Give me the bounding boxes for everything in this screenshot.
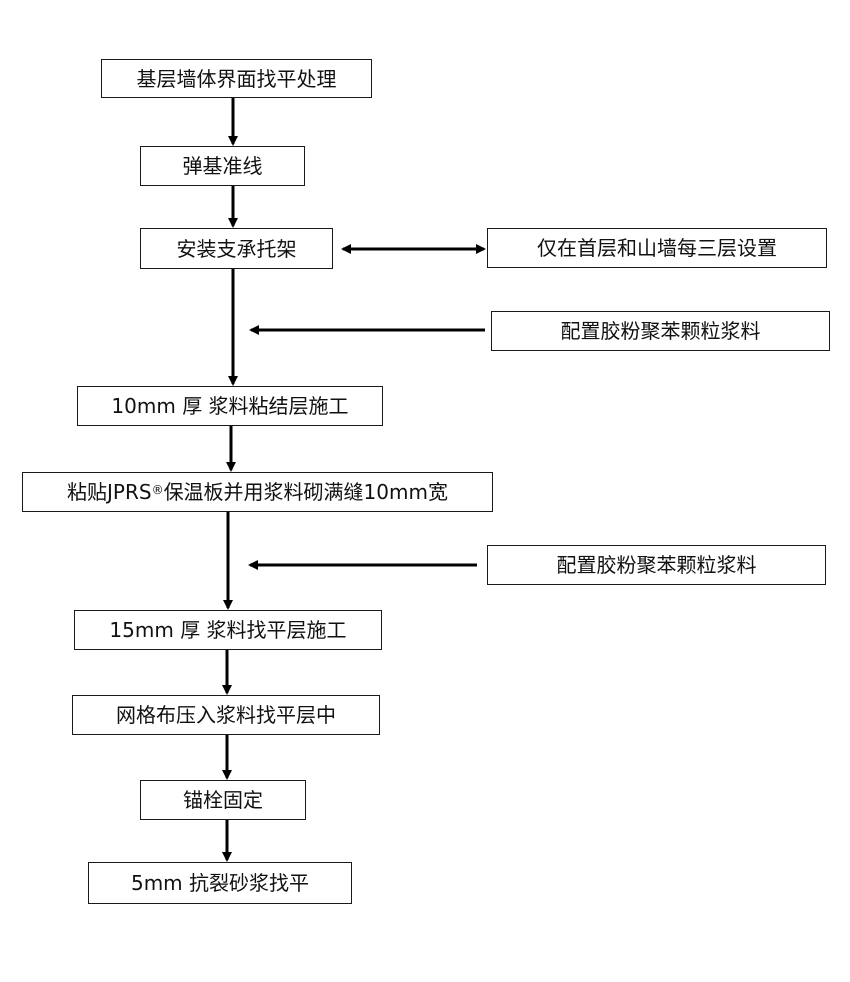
step-snap-reference-line: 弹基准线 [140, 146, 305, 186]
step-paste-suffix: 保温板并用浆料砌满缝10mm宽 [163, 480, 448, 504]
step-install-support-bracket: 安装支承托架 [140, 228, 333, 269]
note-bracket-condition: 仅在首层和山墙每三层设置 [487, 228, 827, 268]
step-embed-mesh: 网格布压入浆料找平层中 [72, 695, 380, 735]
step-paste-insulation-board: 粘贴JPRS®保温板并用浆料砌满缝10mm宽 [22, 472, 493, 512]
step-paste-prefix: 粘贴JPRS [67, 480, 152, 504]
step-leveling-layer: 15mm 厚 浆料找平层施工 [74, 610, 382, 650]
step-substrate-leveling: 基层墙体界面找平处理 [101, 59, 372, 98]
step-anchor-fixing: 锚栓固定 [140, 780, 306, 820]
step-anti-crack-mortar: 5mm 抗裂砂浆找平 [88, 862, 352, 904]
registered-mark: ® [151, 483, 164, 497]
note-prepare-slurry-2: 配置胶粉聚苯颗粒浆料 [487, 545, 826, 585]
note-prepare-slurry-1: 配置胶粉聚苯颗粒浆料 [491, 311, 830, 351]
step-bonding-layer: 10mm 厚 浆料粘结层施工 [77, 386, 383, 426]
